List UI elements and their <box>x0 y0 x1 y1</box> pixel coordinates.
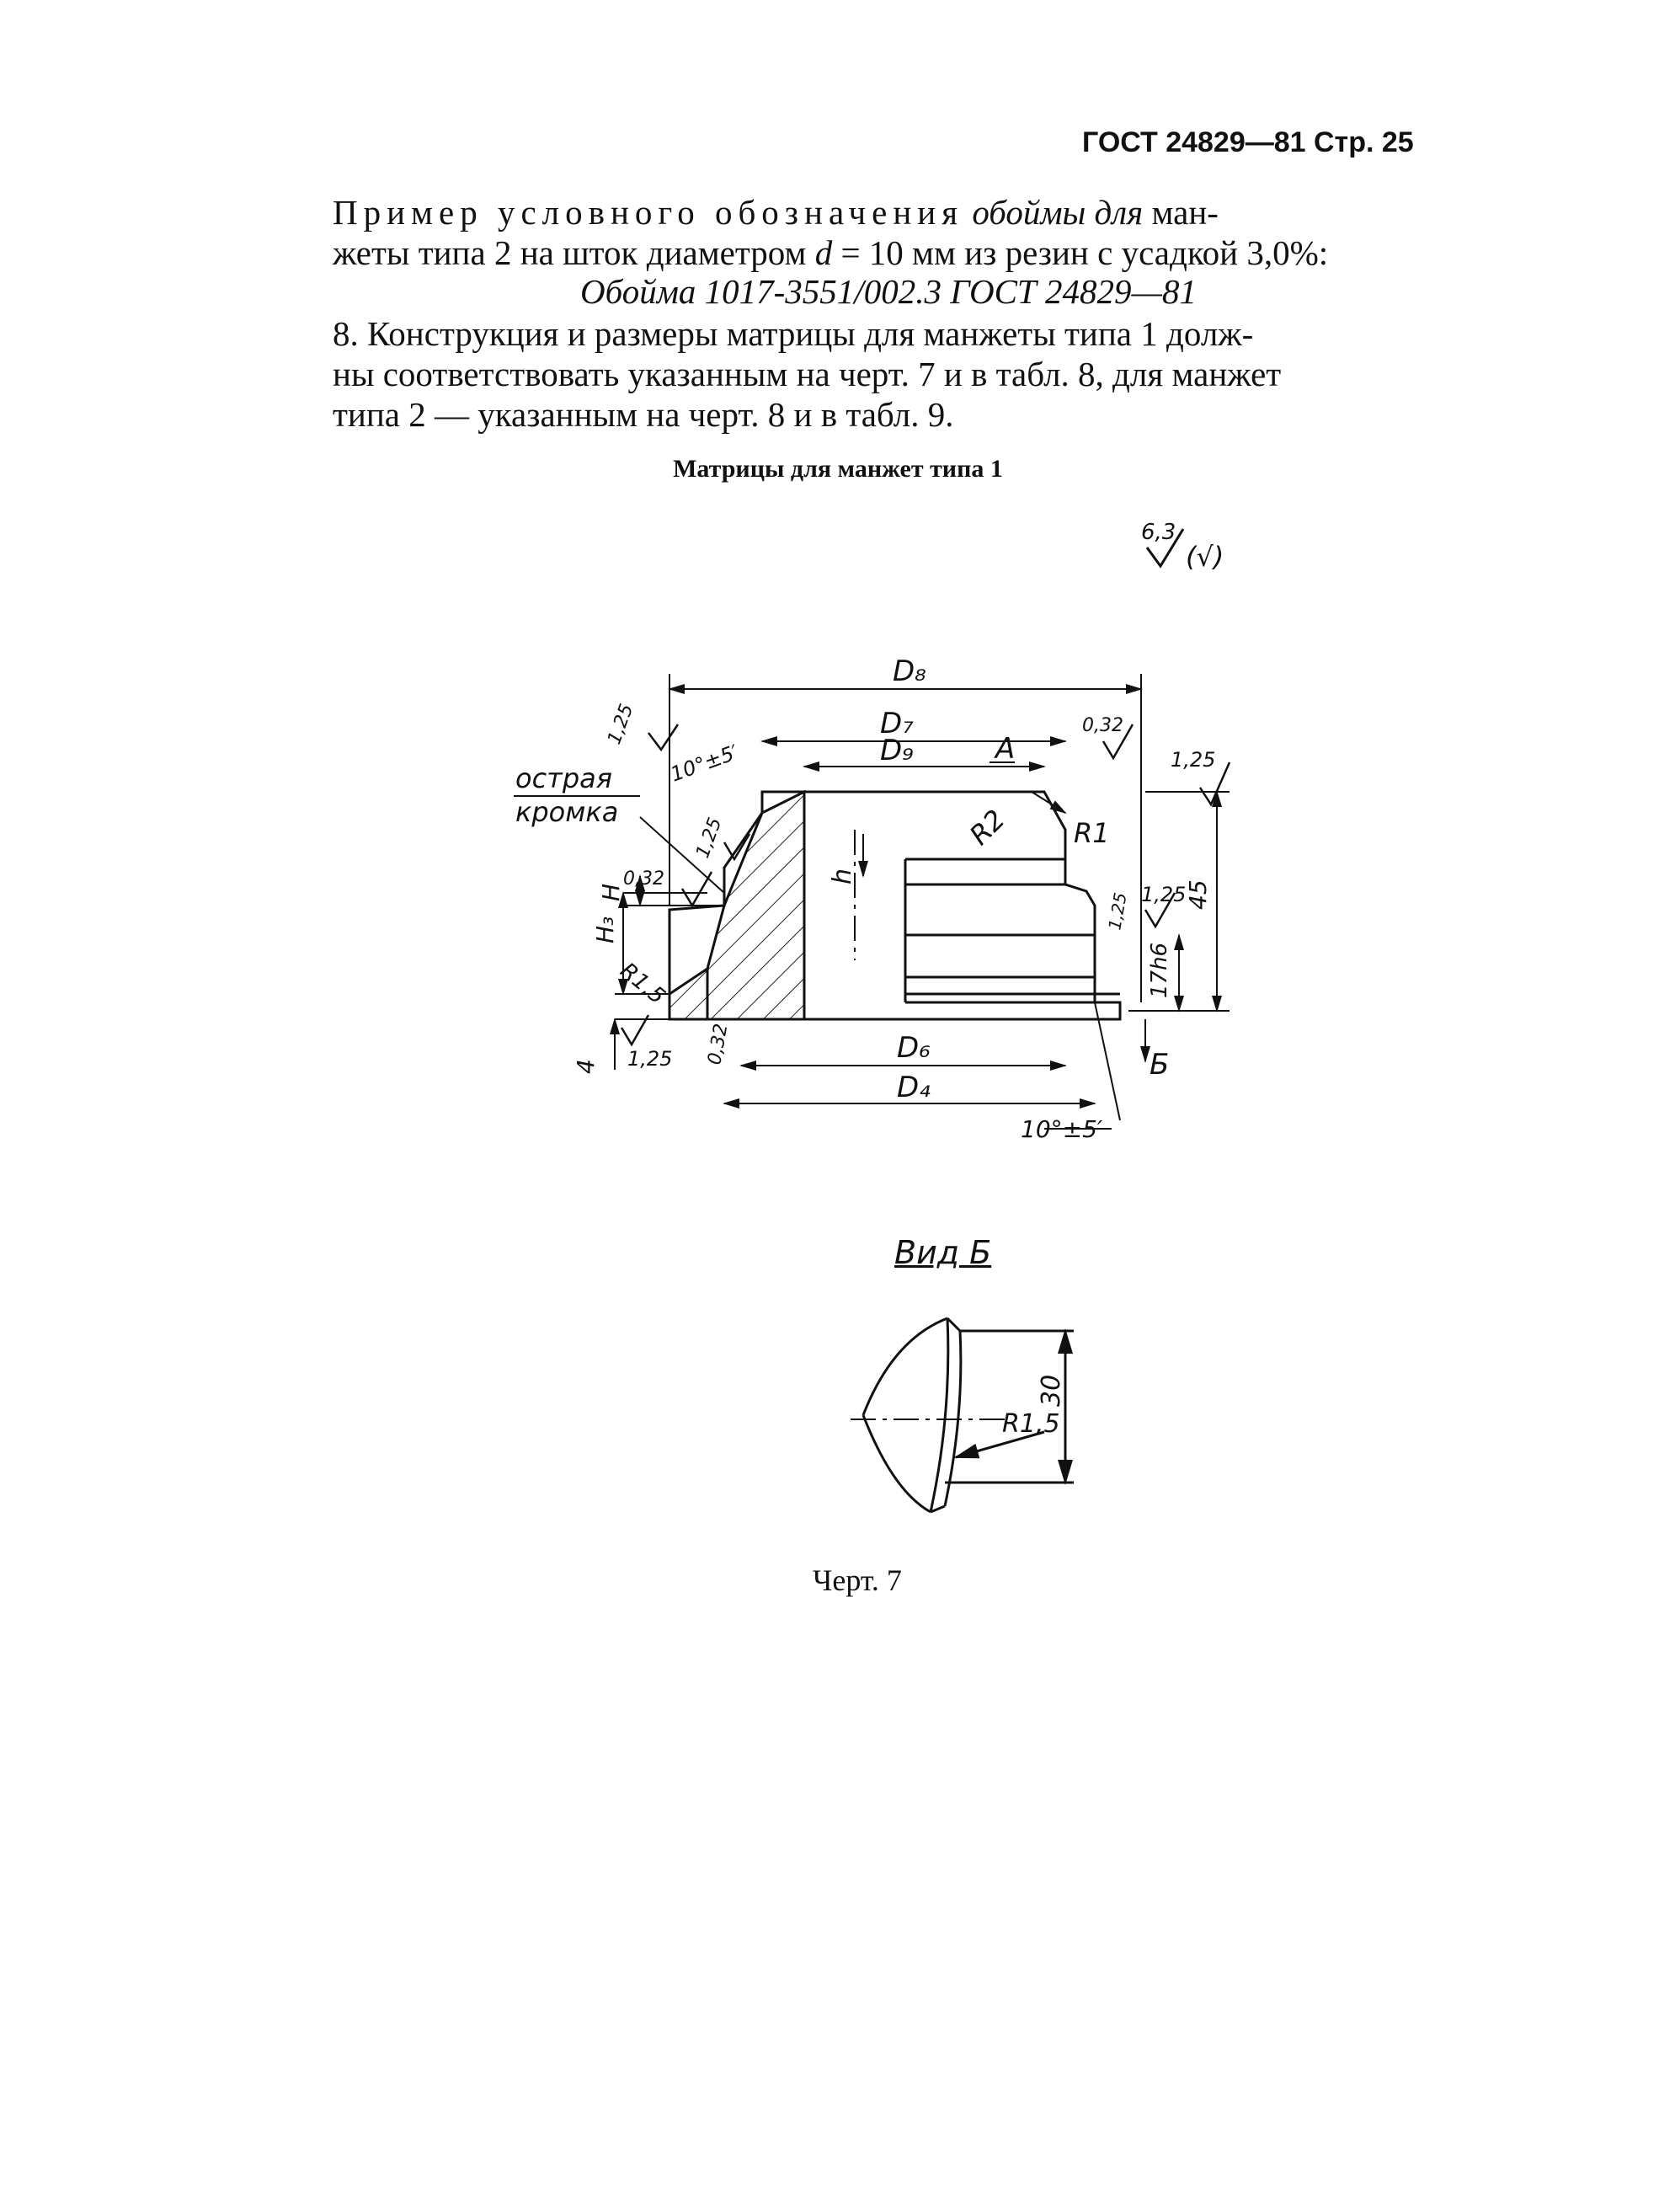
edge-note-line-1: острая <box>515 762 612 794</box>
dim-h3-label: H₃ <box>591 916 619 943</box>
example-lead: Пример условного обозначения <box>333 193 964 232</box>
dim-45-label: 45 <box>1184 879 1212 910</box>
example-lead-tail: ман- <box>1151 193 1219 232</box>
example-line-1: Пример условного обозначения обоймы для … <box>333 192 1444 232</box>
para8-line-3: типа 2 — указанным на черт. 8 и в табл. … <box>333 395 954 434</box>
example-line-2: жеты типа 2 на шток диаметром d = 10 мм … <box>333 232 1444 273</box>
roughness-032-c: 0,32 <box>704 1022 732 1066</box>
example-designation: Обойма 1017-3551/002.3 ГОСТ 24829—81 <box>580 272 1197 311</box>
roughness-032-b: 0,32 <box>623 868 664 890</box>
roughness-125-b: 1,25 <box>1171 748 1215 772</box>
view-b-dim-30: 30 <box>1037 1375 1066 1407</box>
dim-h-label: H <box>597 884 625 901</box>
roughness-125-side: 1,25 <box>1104 891 1130 932</box>
edge-note-leader <box>639 816 725 894</box>
finish-paren-text: (√) <box>1186 541 1224 573</box>
view-b-sketch <box>862 1317 1074 1514</box>
dim-d9-label: D₉ <box>880 734 914 767</box>
radius-r2-label: R2 <box>963 804 1011 852</box>
radius-r1-label: R1 <box>1074 817 1110 849</box>
example-var-d: d <box>814 233 833 272</box>
dim-d8-label: D₈ <box>893 655 926 688</box>
dim-17h6-label: 17h6 <box>1147 943 1172 998</box>
finish-check-icon <box>1145 528 1185 569</box>
view-b-label: Б <box>1150 1048 1169 1082</box>
view-b-radius-label: R1,5 <box>1002 1409 1060 1439</box>
dim-d6-label: D₆ <box>897 1031 931 1065</box>
view-b-title: Вид Б <box>894 1234 992 1271</box>
roughness-125-d: 1,25 <box>1141 883 1186 906</box>
matrix-section <box>668 789 1122 1021</box>
view-a-label: А <box>994 732 1015 766</box>
roughness-125-e: 1,25 <box>627 1047 672 1071</box>
angle-bottom-label: 10°±5′ <box>1021 1115 1103 1143</box>
para8-line-1: 8. Конструкция и размеры матрицы для ман… <box>333 314 1254 353</box>
roughness-032-a: 0,32 <box>1082 715 1123 736</box>
example-line-2b: = 10 мм из резин с усадкой 3,0%: <box>832 233 1329 272</box>
surface-finish-general: 6,3 (√) <box>1141 520 1224 573</box>
dim-h-small-label: h <box>828 868 857 884</box>
dim-d4-label: D₄ <box>897 1071 931 1104</box>
roughness-marks <box>620 724 1231 1047</box>
finish-value-text: 6,3 <box>1141 520 1176 545</box>
page-header: ГОСТ 24829—81 Стр. 25 <box>1082 126 1414 158</box>
dim-4-label: 4 <box>572 1059 600 1074</box>
figure-caption: Черт. 7 <box>813 1563 902 1597</box>
para8-line-2: ны соответствовать указанным на черт. 7 … <box>333 355 1282 393</box>
dimension-lines <box>610 674 1230 1130</box>
edge-note-line-2: кромка <box>515 796 618 828</box>
angle-top-label: 10°±5′ <box>667 740 741 787</box>
roughness-125-a: 1,25 <box>604 701 637 747</box>
roughness-125-c: 1,25 <box>692 815 726 861</box>
figure-title: Матрицы для манжет типа 1 <box>673 455 1003 483</box>
dim-d7-label: D₇ <box>880 707 914 740</box>
example-line-2a: жеты типа 2 на шток диаметром <box>333 233 815 272</box>
example-object: обоймы для <box>963 193 1152 232</box>
